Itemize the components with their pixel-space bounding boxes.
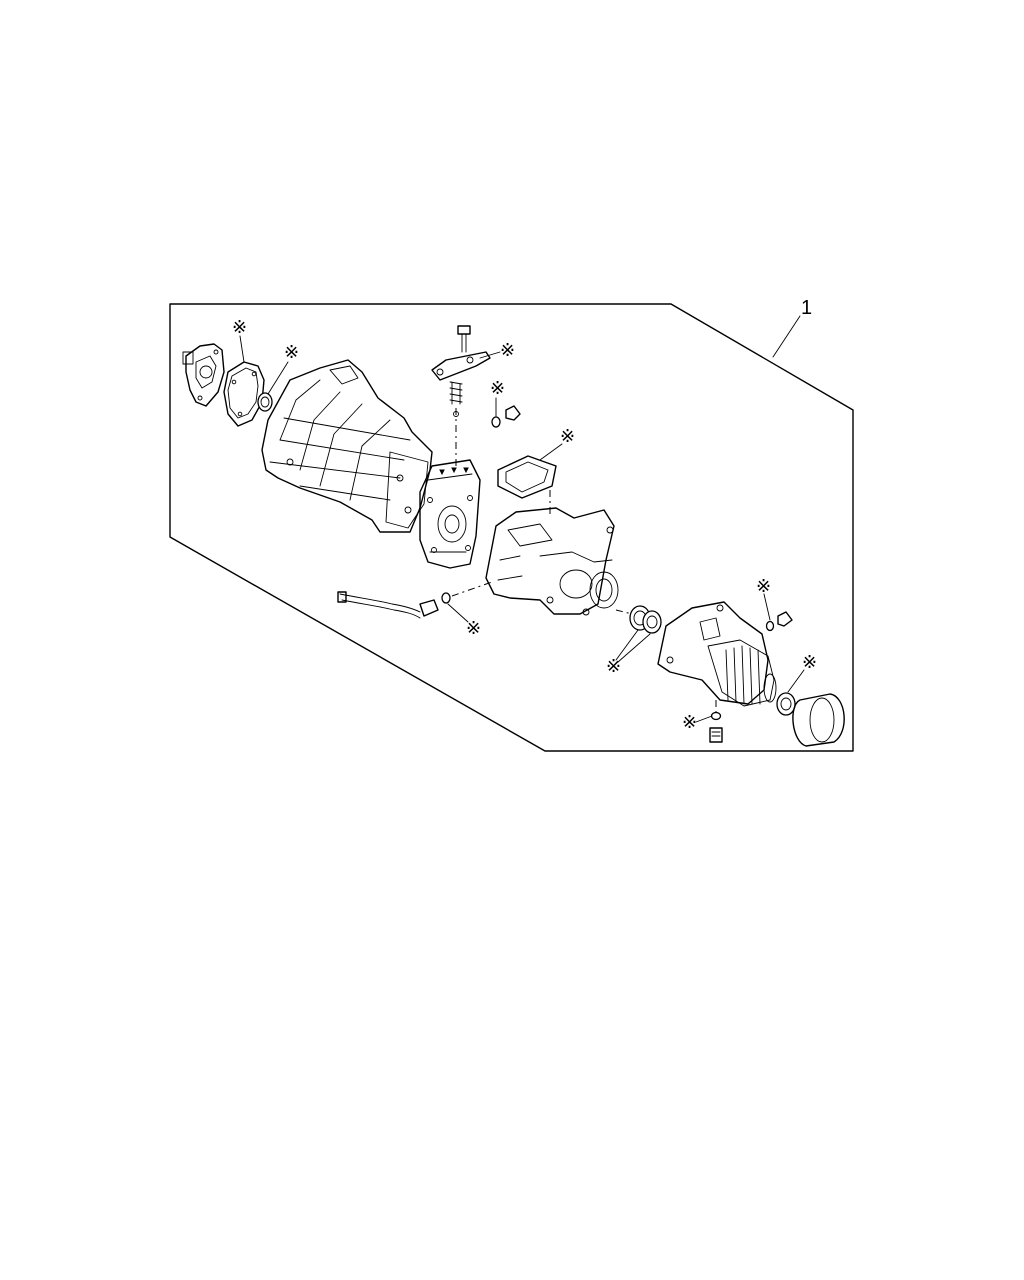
kit-leader-right-bolt	[763, 593, 771, 621]
kit-leader-race-b	[617, 633, 651, 663]
assembly-frame	[169, 303, 854, 752]
callout-leader-1	[772, 315, 801, 358]
kit-marker-rear-seal: ※	[802, 652, 817, 673]
main-gear-case	[485, 507, 619, 616]
speedometer-o-ring	[441, 592, 451, 604]
extension-bolt-right	[765, 611, 793, 632]
kit-leader-lock-plate	[479, 351, 501, 359]
detent-ball	[453, 411, 459, 417]
kit-leader-race-a	[615, 629, 639, 661]
kit-marker-front-seal: ※	[284, 342, 299, 363]
kit-leader-speedo-oring	[447, 603, 469, 623]
speedometer-centerline	[451, 581, 493, 597]
kit-marker-plug-washer: ※	[490, 378, 505, 399]
detent-spring	[449, 381, 463, 405]
front-retainer-gasket	[223, 361, 265, 427]
kit-leader-rear-seal	[787, 669, 805, 693]
kit-marker-lock-plate: ※	[500, 340, 515, 361]
race-centerline	[615, 609, 633, 615]
front-oil-seal	[257, 392, 273, 412]
kit-marker-gasket: ※	[232, 317, 247, 338]
front-bearing-retainer	[182, 343, 225, 407]
kit-leader-bottom-plug	[695, 715, 713, 723]
kit-marker-bottom-plug: ※	[682, 712, 697, 733]
drain-plug	[491, 405, 521, 428]
kit-marker-right-bolt: ※	[756, 576, 771, 597]
extension-bottom-plug	[709, 711, 723, 743]
kit-marker-races: ※	[606, 656, 621, 677]
shift-lever-bolt	[457, 325, 471, 353]
rear-dust-sleeve	[792, 693, 845, 747]
lock-plate	[431, 351, 491, 381]
bearing-races	[629, 605, 662, 634]
rear-oil-seal	[776, 692, 796, 716]
kit-leader-gasket	[239, 335, 245, 363]
extension-housing	[657, 601, 777, 707]
callout-number-1: 1	[801, 297, 812, 319]
front-transmission-case	[261, 359, 433, 533]
speedometer-cable	[337, 591, 439, 619]
top-cover-gasket	[497, 455, 557, 499]
kit-leader-top-gasket	[539, 443, 563, 461]
kit-leader-front-seal	[267, 361, 289, 395]
kit-marker-top-gasket: ※	[560, 426, 575, 447]
kit-marker-speedo-oring: ※	[466, 618, 481, 639]
intermediate-plate	[419, 459, 481, 569]
